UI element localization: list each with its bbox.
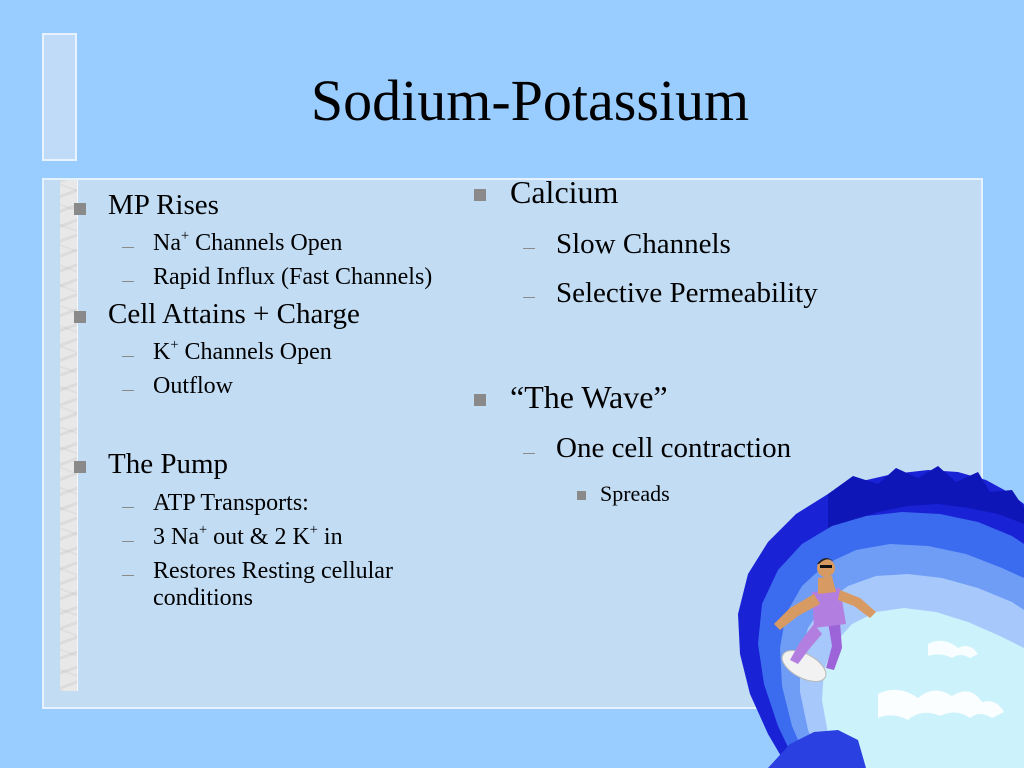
dash-bullet-icon bbox=[122, 507, 134, 508]
title-accent-bar bbox=[42, 33, 77, 161]
na-channels-item: Na+ Channels Open bbox=[153, 228, 343, 256]
the-wave-item: “The Wave” bbox=[510, 379, 668, 415]
dash-bullet-icon bbox=[122, 247, 134, 248]
slow-channels-item: Slow Channels bbox=[556, 228, 731, 260]
atp-transports-item: ATP Transports: bbox=[153, 490, 309, 516]
k-channels-item: K+ Channels Open bbox=[153, 337, 332, 365]
dash-bullet-icon bbox=[122, 390, 134, 391]
restores-item-line1: Restores Resting cellular bbox=[153, 558, 393, 584]
dash-bullet-icon bbox=[523, 453, 535, 454]
restores-item-line2: conditions bbox=[153, 585, 253, 611]
rapid-influx-item: Rapid Influx (Fast Channels) bbox=[153, 264, 433, 290]
spreads-item: Spreads bbox=[600, 481, 670, 506]
dash-bullet-icon bbox=[122, 356, 134, 357]
selective-permeability-item: Selective Permeability bbox=[556, 277, 818, 309]
dash-bullet-icon bbox=[523, 297, 535, 298]
dash-bullet-icon bbox=[523, 248, 535, 249]
na-k-ratio-item: 3 Na+ out & 2 K+ in bbox=[153, 522, 343, 550]
calcium-item: Calcium bbox=[510, 174, 619, 210]
bullet-square-icon bbox=[474, 394, 486, 406]
dash-bullet-icon bbox=[122, 541, 134, 542]
marble-accent-strip bbox=[60, 180, 78, 691]
cell-attains-item: Cell Attains + Charge bbox=[108, 298, 360, 330]
surfer-wave-icon bbox=[738, 466, 1024, 768]
dash-bullet-icon bbox=[122, 281, 134, 282]
mp-rises-item: MP Rises bbox=[108, 189, 219, 221]
slide-title: Sodium-Potassium bbox=[310, 68, 750, 133]
bullet-square-icon bbox=[474, 189, 486, 201]
outflow-item: Outflow bbox=[153, 373, 233, 399]
bullet-square-icon bbox=[74, 311, 86, 323]
bullet-square-icon bbox=[74, 203, 86, 215]
small-bullet-square-icon bbox=[577, 491, 586, 500]
the-pump-item: The Pump bbox=[108, 448, 229, 480]
one-cell-contraction-item: One cell contraction bbox=[556, 432, 792, 464]
bullet-square-icon bbox=[74, 461, 86, 473]
dash-bullet-icon bbox=[122, 575, 134, 576]
